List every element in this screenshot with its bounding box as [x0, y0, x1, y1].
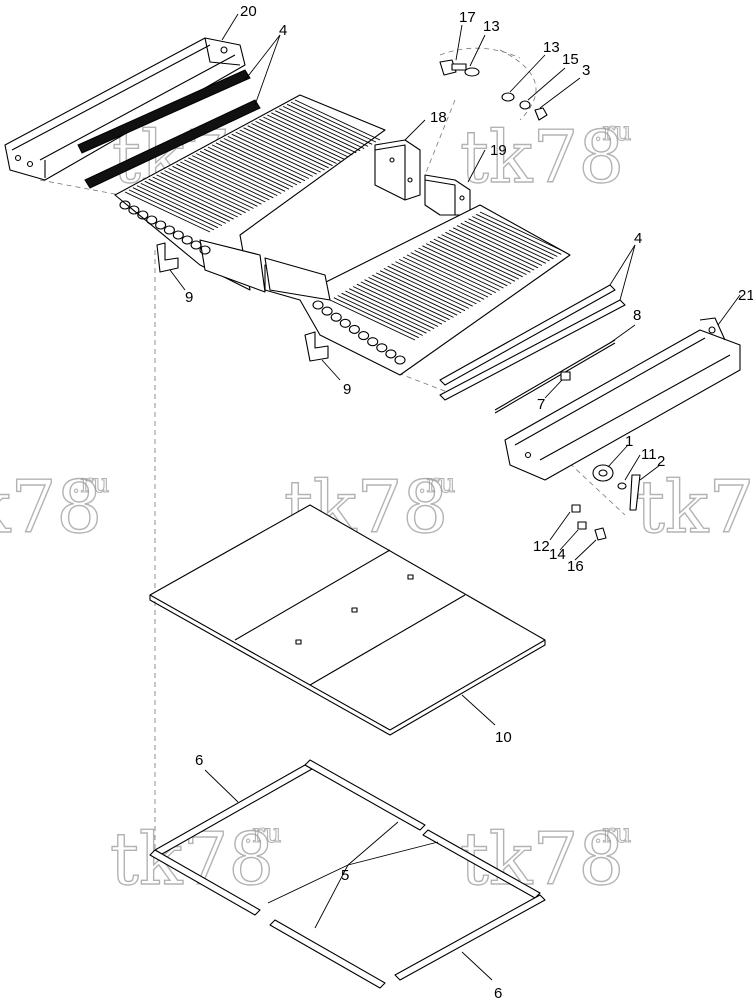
callout-6-lower: 6 [494, 985, 502, 1000]
seal-strips-part-4-lower [439, 284, 626, 401]
watermark-7: tk78 .ru [459, 816, 632, 901]
callout-17: 17 [459, 9, 476, 26]
condenser-coil-right [264, 204, 571, 376]
callout-9-upper: 9 [185, 289, 193, 306]
svg-text:.ru: .ru [244, 819, 281, 849]
base-panel-part-10 [149, 504, 546, 736]
watermark-3: tk78 .ru [0, 464, 110, 549]
callout-6-upper: 6 [195, 752, 203, 769]
svg-text:tk78: tk78 [460, 817, 624, 901]
clip-part-9-upper [156, 242, 179, 273]
callout-11: 11 [641, 446, 657, 463]
watermark-2: tk78 .ru [459, 114, 632, 199]
coil-tube-loops-right [312, 300, 406, 365]
svg-text:tk78: tk78 [460, 115, 624, 199]
callout-13-first: 13 [483, 18, 500, 35]
svg-text:tk78: tk78 [636, 465, 753, 549]
bracket-part-19 [424, 174, 471, 216]
callout-8: 8 [633, 307, 641, 324]
callout-20: 20 [240, 3, 257, 20]
rail-part-20 [4, 37, 246, 181]
callout-16: 16 [567, 558, 584, 575]
bracket-part-18 [374, 139, 421, 201]
condenser-coil-left [114, 94, 386, 293]
callout-12: 12 [533, 538, 550, 555]
callout-5: 5 [341, 867, 349, 884]
callout-4-upper: 4 [279, 22, 287, 39]
watermark-5: tk78 [635, 464, 753, 549]
callout-2: 2 [657, 453, 665, 470]
callout-18: 18 [430, 109, 447, 126]
leader-lines [169, 13, 741, 981]
seal-strips-part-4-upper [77, 69, 261, 189]
callout-4-lower: 4 [634, 230, 642, 247]
rail-part-21 [504, 317, 741, 481]
coil-tube-loops-left [119, 200, 211, 255]
svg-text:.ru: .ru [418, 469, 455, 499]
callout-21: 21 [738, 287, 753, 304]
callout-14: 14 [549, 546, 566, 563]
callout-3: 3 [582, 62, 590, 79]
alignment-lines [39, 47, 626, 860]
callout-labels: 20 4 17 13 13 15 3 18 19 9 9 4 8 21 7 1 … [185, 3, 753, 1000]
callout-9-lower: 9 [343, 381, 351, 398]
callout-13-second: 13 [543, 39, 560, 56]
callout-15: 15 [562, 51, 579, 68]
watermarks: tk78 .ru tk78 .ru tk78 .ru tk78 .ru tk78… [0, 114, 753, 901]
svg-text:.ru: .ru [72, 469, 109, 499]
strip-part-8 [494, 339, 616, 414]
svg-text:.ru: .ru [594, 819, 631, 849]
callout-19: 19 [490, 142, 507, 159]
frame-strips-part-5-6 [149, 759, 546, 989]
clip-part-9-lower [304, 331, 329, 362]
coil-fins-right [329, 211, 566, 341]
callout-1: 1 [625, 433, 633, 450]
callout-10: 10 [495, 729, 512, 746]
coil-fins-left [124, 99, 381, 233]
svg-text:.ru: .ru [594, 117, 631, 147]
callout-7: 7 [537, 396, 545, 413]
svg-text:tk78: tk78 [0, 465, 102, 549]
fasteners-right [560, 371, 641, 541]
fasteners-top [439, 59, 548, 121]
